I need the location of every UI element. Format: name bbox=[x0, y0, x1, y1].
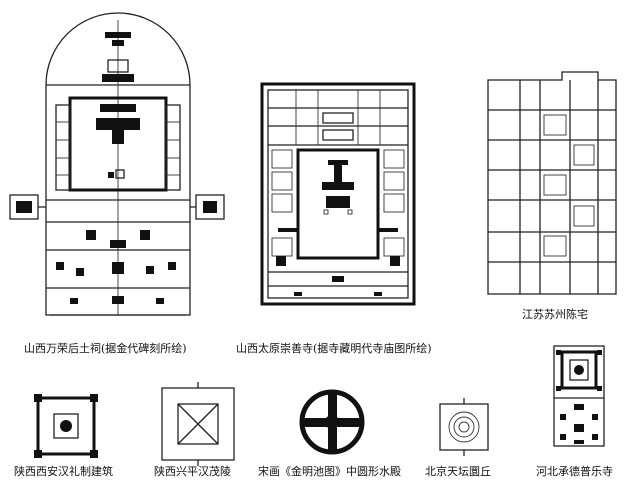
caption-suzhou: 江苏苏州陈宅 bbox=[522, 308, 588, 321]
caption-xian: 陕西西安汉礼制建筑 bbox=[14, 465, 113, 478]
caption-tiantan: 北京天坛圜丘 bbox=[425, 465, 491, 478]
plan-pule-temple bbox=[553, 345, 605, 447]
plan-maoling bbox=[161, 382, 235, 466]
plan-xian-han bbox=[34, 394, 98, 458]
caption-wanrong: 山西万荣后土祠(据金代碑刻所绘) bbox=[24, 342, 187, 355]
plan-chongshan bbox=[260, 82, 416, 306]
caption-shuidian: 宋画《金明池图》中圆形水殿 bbox=[258, 465, 401, 478]
plan-tiantan-huanqiu bbox=[439, 398, 489, 456]
caption-yuele: 河北承德普乐寺 bbox=[536, 465, 613, 478]
caption-maoling: 陕西兴平汉茂陵 bbox=[154, 465, 231, 478]
caption-chongshan: 山西太原崇善寺(据寺藏明代寺庙图所绘) bbox=[236, 342, 432, 355]
plan-round-water-palace bbox=[299, 389, 365, 455]
plan-suzhou-chen bbox=[487, 71, 617, 295]
plan-wanrong-houtu bbox=[9, 12, 225, 316]
